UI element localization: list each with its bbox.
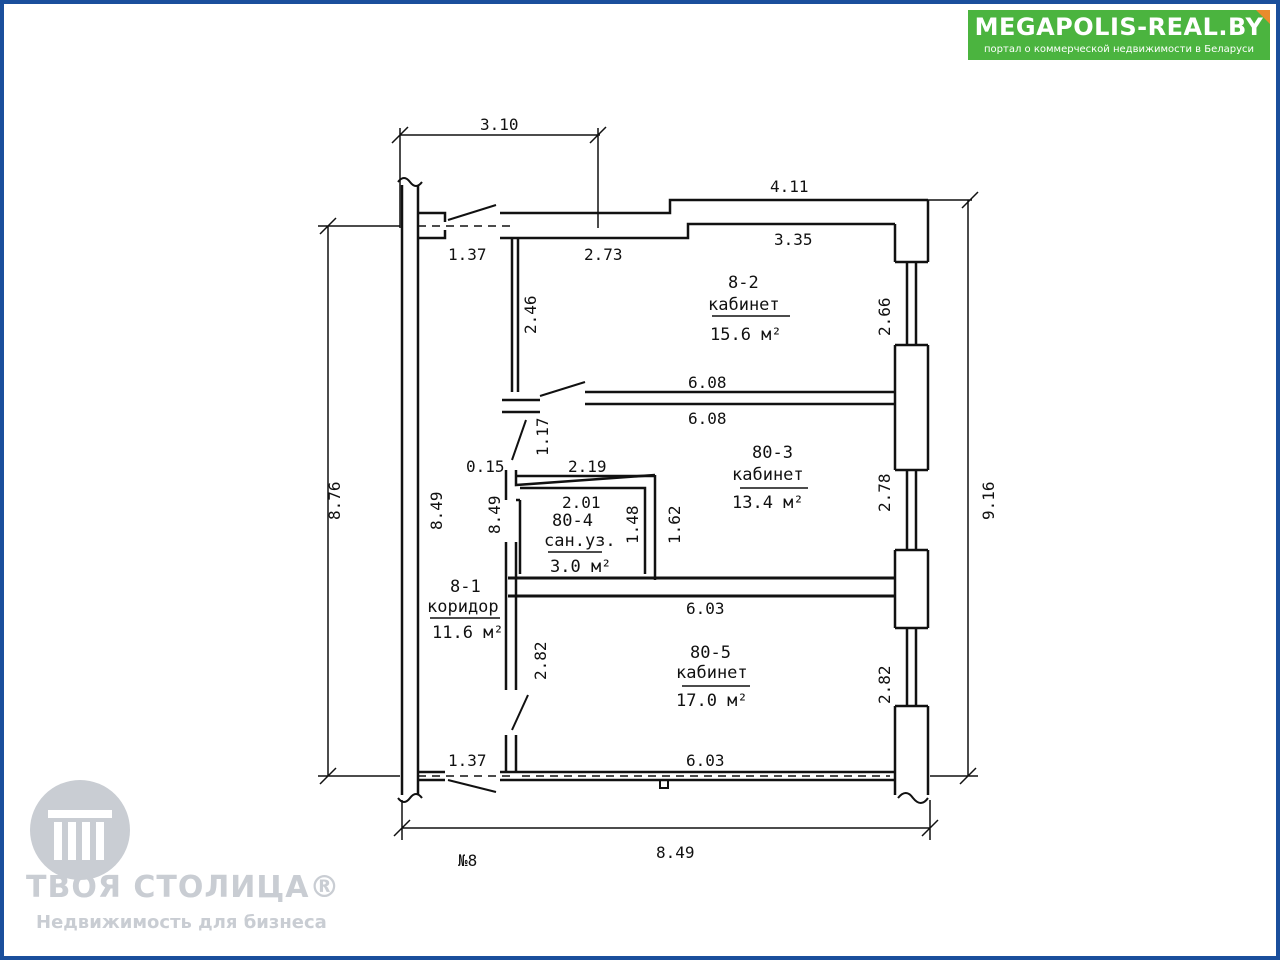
- room-8-1-name: коридор: [427, 597, 499, 617]
- banner-title: MEGAPOLIS-REAL.BY: [974, 13, 1264, 41]
- dim-right-9-16: [930, 200, 978, 785]
- right-wall-break-bottom: [897, 792, 929, 804]
- tvoya-stolitsa-logo-icon: [30, 780, 130, 880]
- room2-3-wall: [585, 390, 895, 406]
- wc-wall: [504, 470, 657, 580]
- room-80-3-name: кабинет: [732, 465, 804, 485]
- bottom-wall: [418, 770, 895, 782]
- room3-door: [511, 419, 527, 461]
- dim-label-room2-bottom: 6.08: [688, 373, 727, 392]
- dim-left-8-76: [318, 217, 400, 785]
- dim-label-room3-right: 2.78: [875, 473, 894, 512]
- room-80-5-area: 17.0 м²: [676, 691, 748, 711]
- right-outer-wall: [893, 200, 930, 795]
- room-80-3-code: 80-3: [752, 443, 793, 463]
- entrance-door: [447, 204, 497, 221]
- dim-label-corridor-length: 8.49: [427, 491, 446, 530]
- dim-label-room2-top-right: 3.35: [774, 230, 813, 249]
- room-80-3-area: 13.4 м²: [732, 493, 804, 513]
- dim-label-wc-height: 1.48: [623, 505, 642, 544]
- room-80-4-area: 3.0 м²: [550, 557, 611, 577]
- dim-label-wc-top-inner: 2.01: [562, 493, 601, 512]
- room-8-2-name: кабинет: [708, 295, 780, 315]
- dim-label-overall-height-right: 9.16: [979, 481, 998, 520]
- room-8-2-code: 8-2: [728, 273, 759, 293]
- room-80-4-code: 80-4: [552, 511, 593, 531]
- room5-door: [511, 694, 529, 731]
- room-8-1-area: 11.6 м²: [432, 623, 504, 643]
- dim-label-room5-bottom: 6.03: [686, 751, 725, 770]
- dim-label-room5-top: 6.03: [686, 599, 725, 618]
- dim-top-3-10: [391, 126, 607, 228]
- dim-label-top-right: 4.11: [770, 177, 809, 196]
- logo-tagline: Недвижимость для бизнеса: [36, 912, 327, 933]
- top-wall: [500, 198, 928, 240]
- window-1: [895, 260, 928, 347]
- dim-label-room2-left: 2.46: [521, 295, 540, 334]
- dim-label-wc-side: 1.62: [665, 505, 684, 544]
- logo-name: ТВОЯ СТОЛИЦА®: [26, 870, 341, 905]
- dim-label-corridor-inner: 8.49: [485, 495, 504, 534]
- window-2: [895, 468, 928, 552]
- left-outer-wall: [400, 185, 420, 795]
- bottom-notch: [659, 780, 669, 789]
- plan-number: №8: [458, 851, 477, 870]
- bottom-entrance-door: [447, 779, 497, 793]
- dim-label-wall-offset: 0.15: [466, 457, 505, 476]
- dim-label-room3-top: 6.08: [688, 409, 727, 428]
- room2-door: [539, 381, 586, 397]
- dim-label-top-left: 3.10: [480, 115, 519, 134]
- dim-label-room5-right: 2.82: [875, 665, 894, 704]
- dim-label-overall-width: 8.49: [656, 843, 695, 862]
- dim-top-4-11: [672, 191, 979, 209]
- left-wall-break-top: [397, 177, 423, 187]
- dim-label-overall-height: 8.76: [325, 481, 344, 520]
- corridor-partition: [502, 238, 540, 414]
- room-80-5-name: кабинет: [676, 663, 748, 683]
- room-8-2-area: 15.6 м²: [710, 325, 782, 345]
- room-80-4-name: сан.уз.: [544, 531, 616, 551]
- room-8-1-code: 8-1: [450, 577, 481, 597]
- dim-label-door-gap: 1.17: [533, 417, 552, 456]
- dim-label-room5-left: 2.82: [531, 641, 550, 680]
- dim-label-entrance-top: 1.37: [448, 245, 487, 264]
- thresholds: [418, 225, 890, 777]
- room3-5-wall: [508, 576, 895, 598]
- banner-subtitle: портал о коммерческой недвижимости в Бел…: [984, 44, 1254, 55]
- dim-label-entrance-bottom: 1.37: [448, 751, 487, 770]
- dim-label-wc-top-outer: 2.19: [568, 457, 607, 476]
- window-3: [895, 626, 928, 708]
- dim-label-room2-right: 2.66: [875, 297, 894, 336]
- corner-fold-icon: [1256, 10, 1270, 24]
- label-underlines: [430, 315, 808, 687]
- dim-bottom-8-49: [393, 800, 939, 840]
- top-wall-left: [418, 211, 447, 240]
- megapolis-banner[interactable]: MEGAPOLIS-REAL.BY портал о коммерческой …: [968, 10, 1270, 60]
- dim-label-room2-top-left: 2.73: [584, 245, 623, 264]
- room-80-5-code: 80-5: [690, 643, 731, 663]
- corridor-lower: [504, 542, 518, 772]
